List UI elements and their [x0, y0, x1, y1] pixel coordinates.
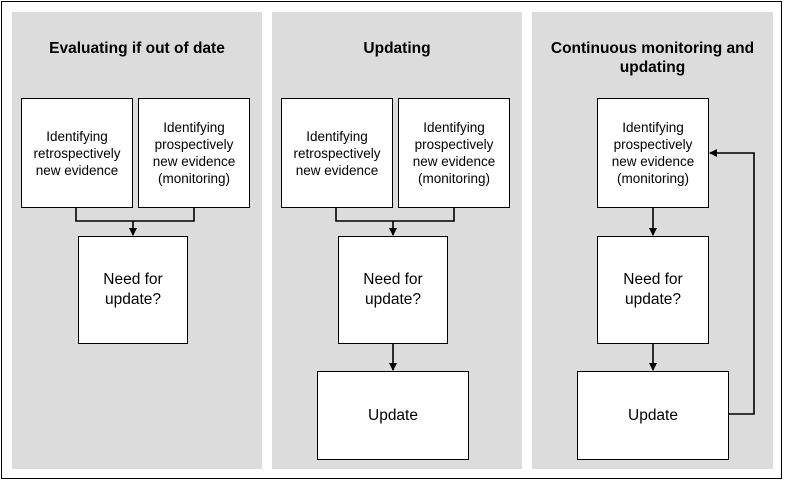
- box-retrospective-evidence: Identifying retrospectively new evidence: [281, 98, 393, 208]
- box-update: Update: [577, 371, 729, 460]
- box-prospective-evidence: Identifying prospectively new evidence (…: [398, 98, 510, 208]
- box-need-for-update: Need for update?: [78, 236, 188, 344]
- panel-title: Updating: [363, 40, 431, 57]
- panel-title: Evaluating if out of date: [49, 40, 225, 57]
- box-prospective-evidence: Identifying prospectively new evidence (…: [597, 98, 709, 208]
- box-prospective-evidence: Identifying prospectively new evidence (…: [138, 98, 250, 208]
- box-need-for-update: Need for update?: [597, 236, 709, 344]
- box-retrospective-evidence: Identifying retrospectively new evidence: [21, 98, 133, 208]
- panel-title: Continuous monitoring and updating: [550, 40, 755, 76]
- box-update: Update: [317, 371, 469, 460]
- box-need-for-update: Need for update?: [338, 236, 448, 344]
